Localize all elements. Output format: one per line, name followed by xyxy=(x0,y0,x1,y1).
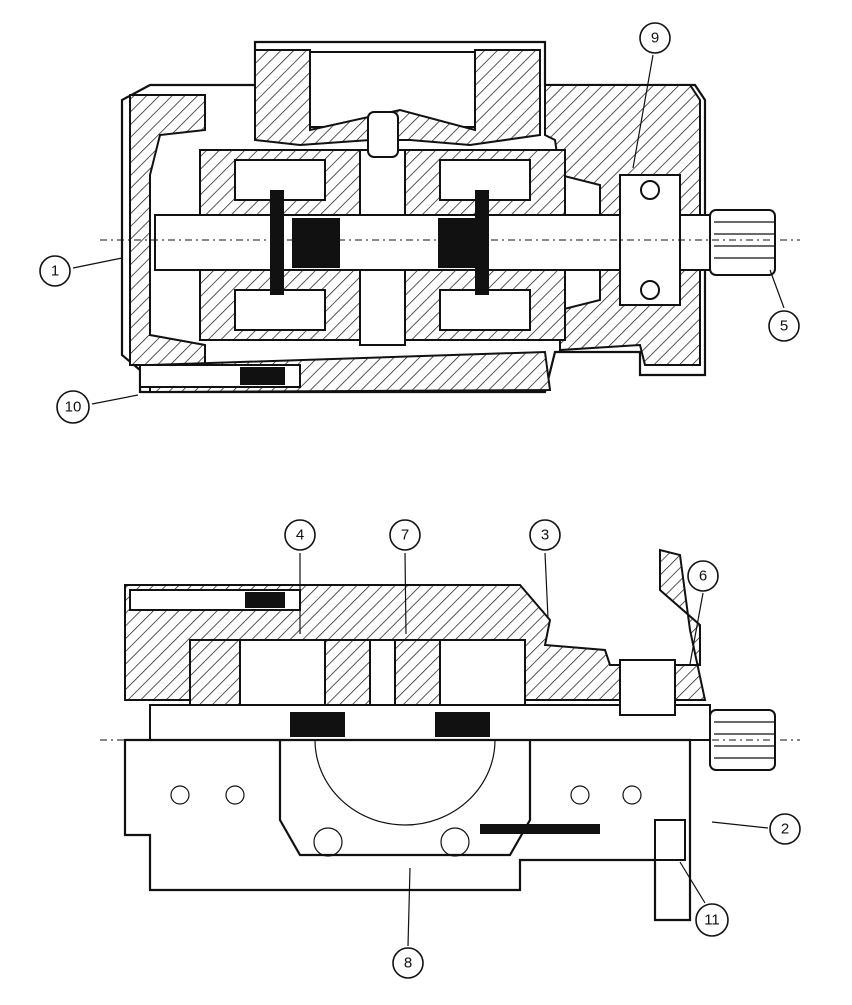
callout-label-1: 1 xyxy=(51,263,59,280)
callout-label-3: 3 xyxy=(541,527,549,544)
leader-lines xyxy=(72,54,785,947)
callout-3: 3 xyxy=(529,519,561,551)
top-left-gear-teeth xyxy=(292,218,340,268)
callout-label-7: 7 xyxy=(401,527,409,544)
bottom-right-gear xyxy=(439,639,526,711)
callout-2: 2 xyxy=(769,813,801,845)
top-bolt-thread xyxy=(240,367,285,385)
bottom-left-gear xyxy=(239,639,326,711)
top-section-view xyxy=(100,40,800,394)
top-bearing-ball-lower xyxy=(640,280,660,300)
callout-label-9: 9 xyxy=(651,30,659,47)
callout-6: 6 xyxy=(687,560,719,592)
top-left-seal xyxy=(270,190,284,295)
callout-label-4: 4 xyxy=(296,527,304,544)
bottom-bolt-hole-right xyxy=(440,827,470,857)
bottom-right-gear-teeth xyxy=(435,712,490,737)
bottom-dowel-pin xyxy=(480,824,600,834)
callout-label-10: 10 xyxy=(65,399,82,416)
callout-label-6: 6 xyxy=(699,568,707,585)
callout-8: 8 xyxy=(392,947,424,979)
callout-4: 4 xyxy=(284,519,316,551)
bottom-flange-tab xyxy=(654,819,686,861)
bottom-ball-bearing xyxy=(619,659,676,716)
bottom-hole-2 xyxy=(225,785,245,805)
callout-label-2: 2 xyxy=(781,821,789,838)
top-left-bearing-lower xyxy=(234,289,326,331)
bottom-center-passage xyxy=(369,639,396,711)
top-right-bearing-lower xyxy=(439,289,531,331)
callout-label-8: 8 xyxy=(404,955,412,972)
bottom-hole-3 xyxy=(570,785,590,805)
top-right-seal xyxy=(475,190,489,295)
callout-1: 1 xyxy=(39,255,71,287)
bottom-bolt-hole-left xyxy=(313,827,343,857)
bottom-bolt-thread xyxy=(245,592,285,608)
bottom-left-gear-teeth xyxy=(290,712,345,737)
callout-5: 5 xyxy=(768,310,800,342)
bottom-hole-4 xyxy=(622,785,642,805)
bottom-section-view xyxy=(100,548,800,922)
top-bearing-ball-upper xyxy=(640,180,660,200)
callout-label-5: 5 xyxy=(780,318,788,335)
callout-7: 7 xyxy=(389,519,421,551)
top-drive-shaft xyxy=(154,214,711,271)
callout-11: 11 xyxy=(695,903,729,937)
callout-10: 10 xyxy=(56,390,90,424)
top-spline-end xyxy=(709,209,776,276)
callout-9: 9 xyxy=(639,22,671,54)
callout-label-11: 11 xyxy=(704,912,720,929)
bottom-hole-1 xyxy=(170,785,190,805)
bottom-port-arc xyxy=(314,739,496,826)
bottom-port-boss xyxy=(278,740,532,857)
bottom-exterior-outline xyxy=(123,738,692,922)
top-center-plug xyxy=(367,111,399,158)
